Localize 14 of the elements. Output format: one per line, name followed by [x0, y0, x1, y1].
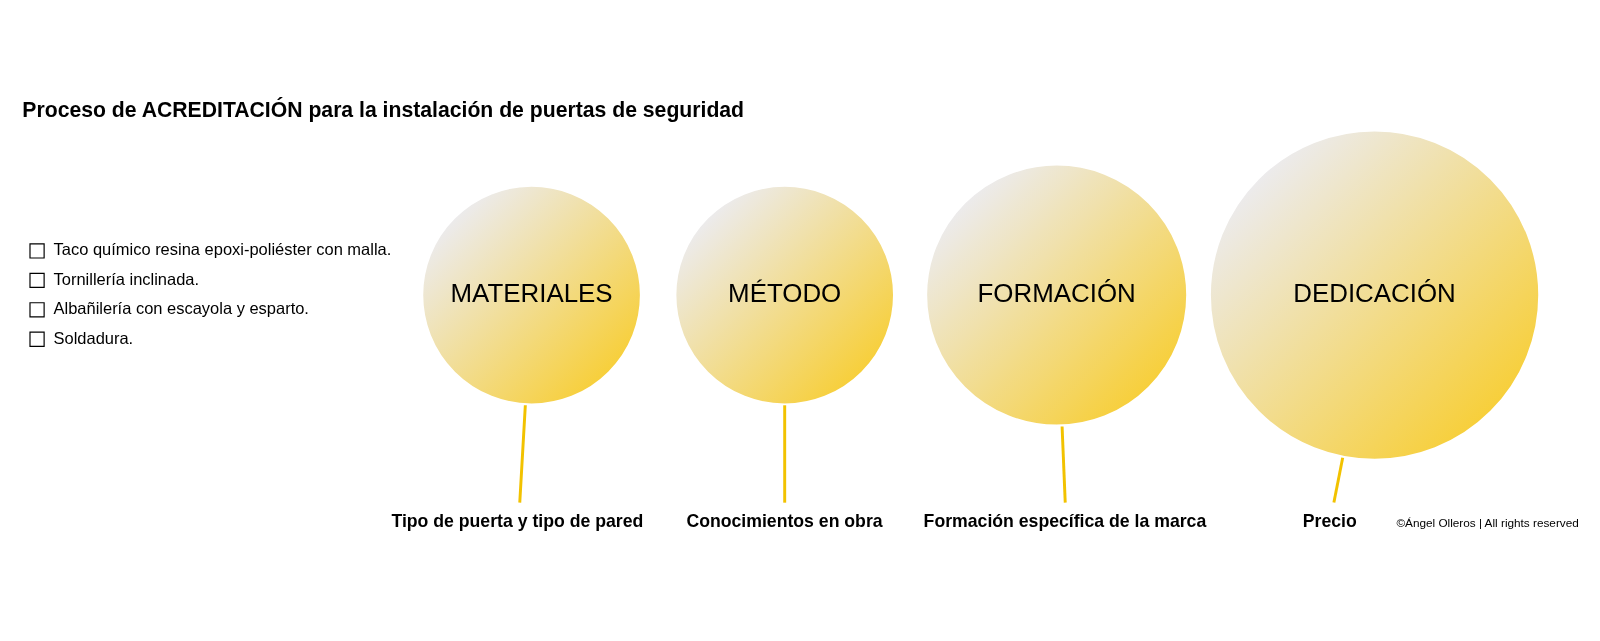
- node-text: Formación específica de la marca: [923, 510, 1207, 531]
- connector: [1060, 425, 1067, 503]
- diagram-title: Proceso de ACREDITACIÓN para la instalación de puertas de seguridad: [22, 97, 745, 121]
- label: Albañilería con escayola y esparto.: [53, 298, 309, 317]
- label: Soldadura.: [53, 328, 134, 347]
- label: Tornillería inclinada.: [53, 269, 200, 288]
- node-text: Conocimientos en obra: [686, 510, 883, 531]
- connector: [518, 404, 527, 503]
- connector: [783, 404, 787, 503]
- node-text: Precio: [1302, 510, 1357, 531]
- node-text: Tipo de puerta y tipo de pared: [391, 510, 644, 531]
- label: ©Ángel Olleros | All rights reserved: [1396, 515, 1579, 529]
- label: Taco químico resina epoxi-poliéster con malla.: [53, 239, 392, 258]
- connector: [1332, 456, 1345, 503]
